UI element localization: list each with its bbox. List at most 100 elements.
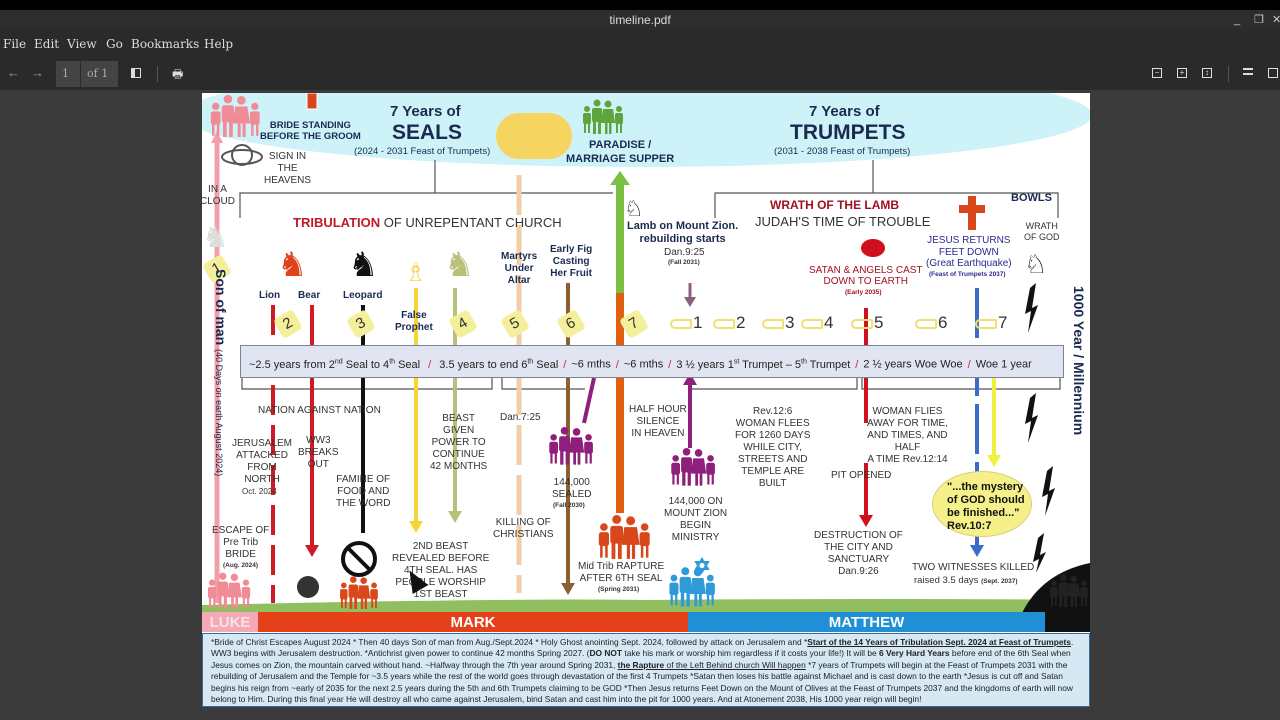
menu-go[interactable]: Go bbox=[106, 37, 123, 51]
menu-bookmarks[interactable]: Bookmarks bbox=[131, 37, 200, 51]
band-seg-4: ~6 mths bbox=[623, 358, 664, 371]
band-seg-1: ~2.5 years from 2nd Seal to 4th Seal bbox=[249, 358, 421, 371]
band-separator: / bbox=[967, 358, 971, 371]
famine-label: FAMINE OF FOOD AND THE WORD bbox=[336, 474, 391, 509]
trumpet-7: 7 bbox=[975, 313, 1007, 333]
ww3-label: WW3 BREAKS OUT bbox=[298, 435, 339, 470]
zoom-out-icon[interactable]: − bbox=[1152, 68, 1162, 78]
pdf-page: BRIDE STANDING BEFORE THE GROOM 7 Years … bbox=[202, 93, 1090, 707]
fall2031-label: (Fall 2031) bbox=[668, 259, 700, 266]
devil-icon bbox=[861, 239, 885, 257]
toolbar: ← → 1 of 1 🖶 − + ↕ bbox=[0, 57, 1280, 90]
fall2030-label: (Fall 2030) bbox=[553, 502, 585, 509]
footnote-box: *Bride of Christ Escapes August 2024 * T… bbox=[202, 633, 1090, 707]
red-horse-icon: ♞ bbox=[277, 245, 308, 285]
millennium-label: 1000 Year / Millennium bbox=[1071, 286, 1087, 436]
lightning-icons bbox=[1025, 283, 1055, 573]
sidebar-toggle-icon[interactable] bbox=[131, 68, 141, 78]
restore-button[interactable]: ❐ bbox=[1254, 14, 1264, 26]
band-seg-5: 3 ½ years 1st Trumpet – 5th Trumpet bbox=[676, 358, 851, 371]
band-separator: / bbox=[615, 358, 619, 371]
black-horse-icon: ♞ bbox=[348, 245, 379, 285]
zoom-in-icon[interactable]: + bbox=[1177, 68, 1187, 78]
wrath-god-label: WRATH OF GOD bbox=[1024, 221, 1060, 242]
pit-label: PIT OPENED bbox=[831, 470, 892, 481]
trumpet-number: 3 bbox=[785, 313, 795, 332]
menu-file[interactable]: File bbox=[3, 37, 27, 51]
end-segment bbox=[1045, 612, 1090, 632]
title-bar-top bbox=[0, 0, 1280, 10]
trumpet-icon bbox=[713, 318, 735, 329]
bowl-icon: ♘ bbox=[1024, 250, 1048, 280]
tribulation-title: TRIBULATION OF UNREPENTANT CHURCH bbox=[293, 215, 562, 230]
feast2037-label: (Feast of Trumpets 2037) bbox=[929, 271, 1006, 278]
trumpets-bracket bbox=[714, 192, 1059, 218]
trumpet-icon bbox=[801, 318, 823, 329]
fit-page-icon[interactable]: ↕ bbox=[1202, 68, 1212, 78]
page-total: of 1 bbox=[81, 61, 118, 87]
saints-icon bbox=[496, 113, 572, 159]
son-of-man-label: Son of man (40 Days on earth August 2024… bbox=[213, 269, 229, 477]
false-prophet-label: False Prophet bbox=[395, 310, 433, 333]
mystery-bubble: "...the mystery of GOD should be finishe… bbox=[932, 471, 1032, 537]
trumpet-6: 6 bbox=[915, 313, 947, 333]
bowls-label: BOWLS bbox=[1011, 192, 1052, 204]
woman-flies-label: WOMAN FLIES AWAY FOR TIME, AND TIMES, AN… bbox=[867, 406, 948, 465]
leopard-label: Leopard bbox=[343, 290, 383, 301]
white-horse-icon: ♞ bbox=[202, 220, 229, 255]
judah-label: JUDAH'S TIME OF TROUBLE bbox=[755, 214, 931, 229]
close-button[interactable]: ✕ bbox=[1272, 14, 1280, 26]
trumpets-pre: 7 Years of bbox=[809, 103, 880, 120]
menu-help[interactable]: Help bbox=[204, 37, 234, 51]
forward-icon[interactable]: → bbox=[31, 65, 44, 80]
seals-bracket bbox=[239, 192, 613, 218]
trumpet-3: 3 bbox=[762, 313, 794, 333]
tribulation-word: TRIBULATION bbox=[293, 215, 381, 230]
aug2024-label: (Aug. 2024) bbox=[223, 562, 259, 569]
trumpet-4: 4 bbox=[801, 313, 833, 333]
continuous-icon[interactable] bbox=[1243, 68, 1253, 75]
midtrib-label: Mid Trib RAPTURE AFTER 6TH SEAL bbox=[578, 561, 665, 584]
band-seg-3: ~6 mths bbox=[571, 358, 611, 371]
door-icon bbox=[306, 93, 318, 110]
no-cross-icon bbox=[341, 541, 377, 577]
bomb-icon bbox=[297, 576, 319, 598]
timeline-lines bbox=[202, 93, 1090, 613]
second-beast-label: 2ND BEAST REVEALED BEFORE 4TH SEAL. HAS … bbox=[392, 541, 490, 600]
sign-label: SIGN IN THE HEAVENS bbox=[264, 151, 312, 186]
star-of-david-icon bbox=[694, 557, 710, 574]
toolbar-divider bbox=[1228, 66, 1229, 82]
trumpet-icon bbox=[915, 318, 937, 329]
lion-label: Lion bbox=[259, 290, 281, 301]
cloud-label: IN A CLOUD bbox=[202, 184, 236, 207]
bride-standing-label: BRIDE STANDING BEFORE THE GROOM bbox=[260, 120, 361, 142]
trumpets-sub: (2031 - 2038 Feast of Trumpets) bbox=[774, 146, 911, 157]
band-separator: / bbox=[563, 358, 567, 371]
trumpet-5: 5 bbox=[851, 313, 883, 333]
back-icon[interactable]: ← bbox=[7, 65, 20, 80]
window-title: timeline.pdf bbox=[0, 10, 1280, 30]
raised-label: raised 3.5 days (Sept. 2037) bbox=[914, 575, 1018, 586]
menu-view[interactable]: View bbox=[67, 37, 97, 51]
menu-edit[interactable]: Edit bbox=[34, 37, 60, 51]
mystery-text: "...the mystery of GOD should be finishe… bbox=[947, 481, 1025, 532]
matthew-segment: MATTHEW bbox=[688, 612, 1045, 632]
minimize-button[interactable]: _ bbox=[1234, 14, 1241, 26]
jesus-returns-label: JESUS RETURNS FEET DOWN (Great Earthquak… bbox=[926, 235, 1012, 269]
band-separator: / bbox=[855, 358, 859, 371]
woman-flees-label: Rev.12:6 WOMAN FLEES FOR 1260 DAYS WHILE… bbox=[735, 406, 811, 489]
lamb-zion-label: Lamb on Mount Zion. rebuilding starts bbox=[627, 220, 739, 245]
page-number-input[interactable]: 1 bbox=[56, 61, 80, 87]
trumpet-number: 5 bbox=[874, 313, 884, 332]
dual-page-icon[interactable] bbox=[1268, 68, 1278, 78]
gospel-strip: LUKE MARK MATTHEW bbox=[202, 612, 1090, 632]
destruction-label: DESTRUCTION OF THE CITY AND SANCTUARY Da… bbox=[814, 530, 903, 577]
early-fig-label: Early Fig Casting Her Fruit bbox=[550, 244, 593, 279]
beast-given-label: BEAST GIVEN POWER TO CONTINUE 42 MONTHS bbox=[430, 413, 488, 472]
band-separator: / bbox=[668, 358, 672, 371]
ground bbox=[202, 599, 1090, 613]
half-hour-label: HALF HOUR SILENCE IN HEAVEN bbox=[629, 404, 687, 439]
mitre-icon: ♗ bbox=[404, 258, 428, 288]
band-separator: / bbox=[428, 358, 432, 371]
print-icon[interactable]: 🖶 bbox=[172, 67, 184, 81]
